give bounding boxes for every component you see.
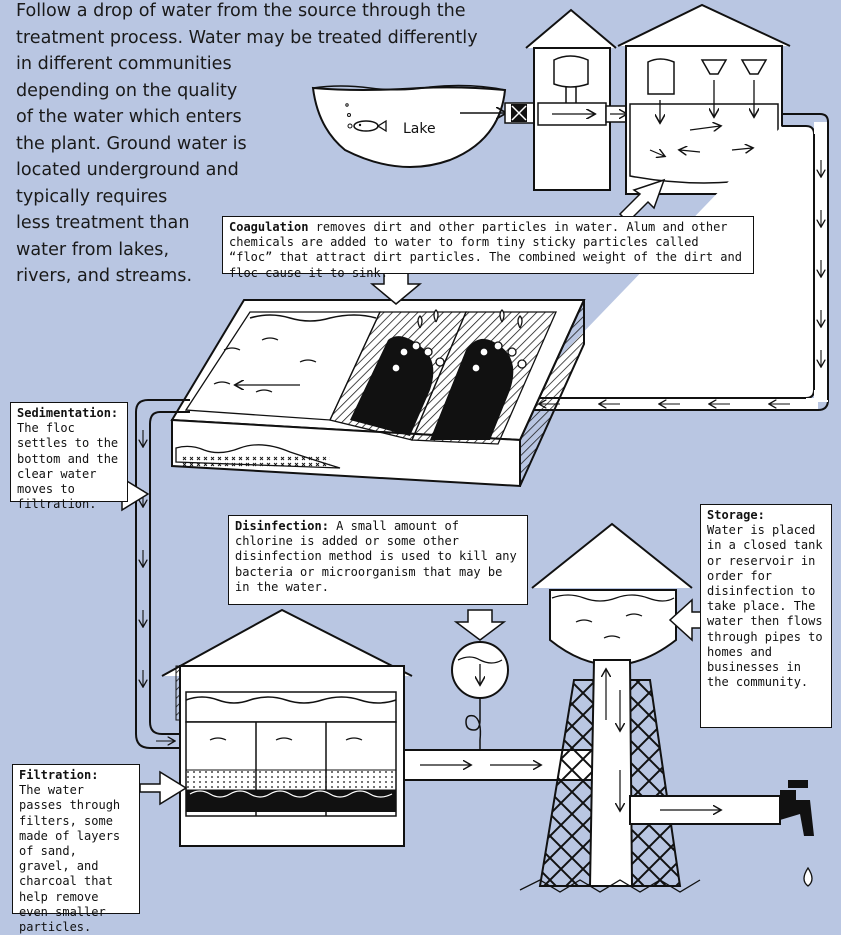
sedimentation-callout: Sedimentation: The floc settles to the b…: [10, 402, 128, 502]
filtration-callout: Filtration: The water passes through fil…: [12, 764, 140, 914]
chlorine-feeder: [452, 610, 508, 750]
storage-text: Water is placed in a closed tank or rese…: [707, 523, 825, 690]
intake-house: [526, 10, 616, 190]
coagulation-callout: Coagulation removes dirt and other parti…: [222, 216, 754, 274]
coagulation-title: Coagulation: [229, 220, 308, 234]
disinfection-callout: Disinfection: A small amount of chlorine…: [228, 515, 528, 605]
sedimentation-text: The floc settles to the bottom and the c…: [17, 421, 121, 512]
lake-label: Lake: [403, 121, 436, 137]
storage-callout: Storage: Water is placed in a closed tan…: [700, 504, 832, 728]
water-tower: [520, 524, 700, 892]
filtration-house: [162, 610, 412, 846]
filtration-text: The water passes through filters, some m…: [19, 783, 133, 935]
disinfection-title: Disinfection:: [235, 519, 329, 533]
sedimentation-title: Sedimentation:: [17, 406, 121, 421]
filtration-title: Filtration:: [19, 768, 133, 783]
sedimentation-basin: [172, 300, 584, 486]
storage-title: Storage:: [707, 508, 825, 523]
intake-pipe: [505, 103, 535, 123]
